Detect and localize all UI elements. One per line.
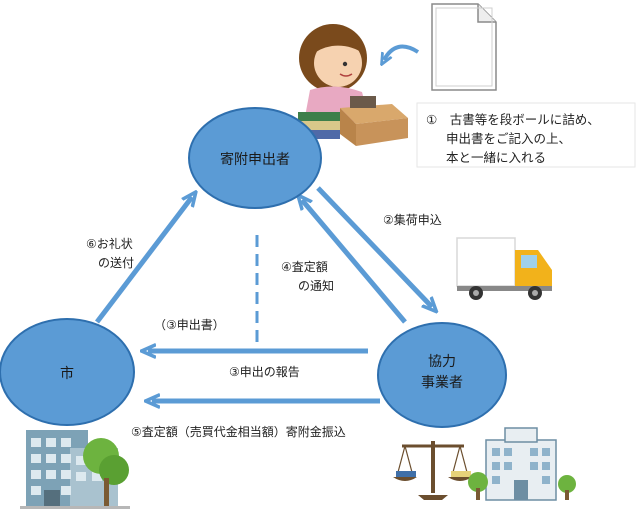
label-thanks-line-2: の送付 (98, 255, 134, 270)
node-partner-label-2: 事業者 (421, 375, 463, 391)
note-line-3: 本と一緒に入れる (446, 150, 546, 165)
node-donor-label: 寄附申出者 (220, 151, 290, 168)
woman-packing-box-icon (296, 24, 408, 146)
node-partner-label-1: 協力 (428, 354, 456, 370)
instruction-note: ① 古書等を段ボールに詰め、 申出書をご記入の上、 本と一緒に入れる (416, 102, 636, 168)
label-report: ③申出の報告 (229, 365, 300, 379)
arrow-thank-you-letter (95, 197, 192, 324)
arrow-assessment-notice (302, 200, 407, 324)
label-thanks-line-1: ⑥お礼状 (86, 236, 133, 251)
document-icon (431, 3, 497, 91)
truck-icon (456, 237, 552, 300)
label-notice-line-1: ④査定額 (281, 259, 328, 274)
node-partner: 協力 事業者 (377, 322, 507, 428)
insert-arrow-icon (384, 44, 420, 60)
label-notice-line-2: の通知 (298, 279, 334, 293)
node-donor: 寄附申出者 (188, 107, 322, 209)
node-city: 市 (0, 318, 135, 426)
node-city-label: 市 (60, 365, 74, 382)
balance-scale-icon (393, 441, 472, 500)
edge-arrows (95, 186, 432, 401)
label-pickup-request: ②集荷申込 (383, 212, 442, 227)
label-transfer: ⑤査定額（売買代金相当額）寄附金振込 (131, 424, 346, 439)
city-hall-building-icon (20, 430, 130, 509)
note-line-1: ① 古書等を段ボールに詰め、 (426, 112, 600, 127)
office-building-icon (468, 427, 576, 501)
note-line-2: 申出書をご記入の上、 (446, 131, 571, 146)
label-form-paren: （③申出書） (154, 318, 225, 332)
arrow-pickup-request (316, 186, 432, 307)
